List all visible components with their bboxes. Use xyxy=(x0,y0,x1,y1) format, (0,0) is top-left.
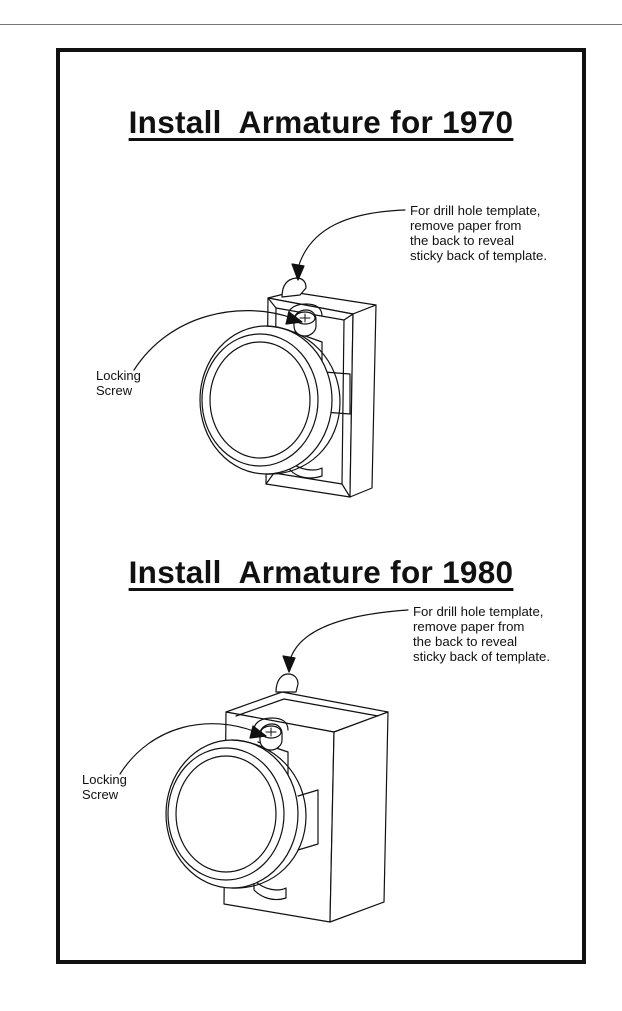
note-line: For drill hole template, xyxy=(413,604,544,619)
drill-template-note-1980: For drill hole template, remove paper fr… xyxy=(413,604,550,664)
locking-screw-1980 xyxy=(254,718,288,750)
note-line: remove paper from xyxy=(410,218,522,233)
note-line: sticky back of template. xyxy=(410,248,548,263)
note-line: the back to reveal xyxy=(413,634,518,649)
leader-screw-1970 xyxy=(134,311,292,370)
leader-template-1970 xyxy=(298,210,405,268)
armature-1980-illustration xyxy=(60,52,582,962)
note-line: the back to reveal xyxy=(410,233,515,248)
armature-1970-illustration xyxy=(60,52,582,502)
leader-template-1980 xyxy=(290,610,408,660)
arrowhead-screw-1980 xyxy=(250,726,266,738)
label-line: Locking xyxy=(96,368,141,383)
section-title-1980: Install Armature for 1980 xyxy=(128,554,514,590)
arrowhead-template-1970 xyxy=(292,264,304,280)
note-line: remove paper from xyxy=(413,619,525,634)
bottom-foot-1970 xyxy=(290,462,322,478)
note-line: For drill hole template, xyxy=(410,203,541,218)
label-line: Locking xyxy=(82,772,127,787)
label-line: Screw xyxy=(82,787,119,802)
template-tab-1970 xyxy=(282,278,306,297)
arrowhead-template-1980 xyxy=(283,656,295,672)
section-title-1970: Install Armature for 1970 xyxy=(128,104,514,140)
drill-template-note-1970: For drill hole template, remove paper fr… xyxy=(410,203,547,263)
template-tab-1980 xyxy=(276,674,298,692)
leader-screw-1980 xyxy=(120,724,256,774)
armature-disc-1980 xyxy=(166,740,306,888)
instruction-panel: Install Armature for 1970 For drill hole… xyxy=(56,48,586,964)
bottom-foot-1980 xyxy=(254,880,286,900)
locking-screw-1970 xyxy=(288,304,322,336)
arrowhead-screw-1970 xyxy=(286,312,302,324)
top-rule xyxy=(0,24,622,25)
label-line: Screw xyxy=(96,383,133,398)
note-line: sticky back of template. xyxy=(413,649,551,664)
armature-disc-1970 xyxy=(200,326,340,474)
